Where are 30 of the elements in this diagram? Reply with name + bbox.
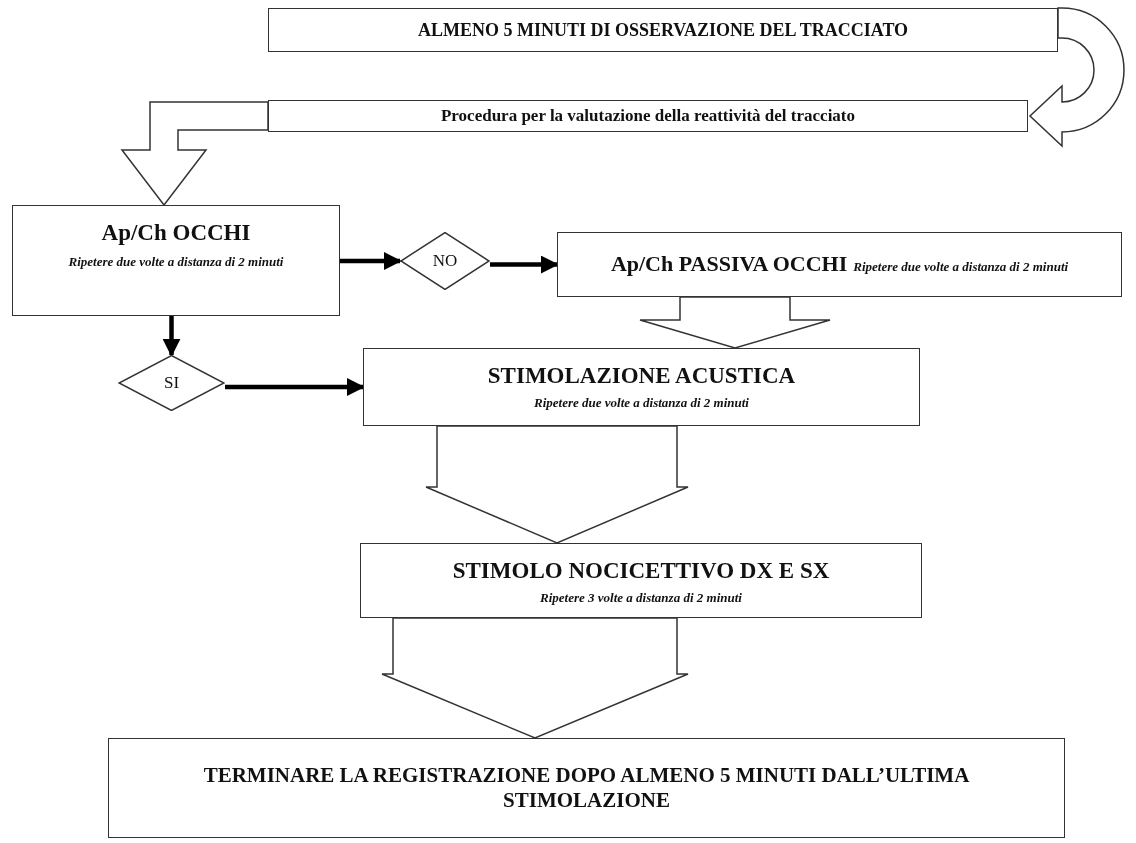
step-title: Ap/Ch OCCHI — [101, 220, 251, 246]
decision-label: SI — [163, 373, 180, 393]
step-title: Procedura per la valutazione della reattività del tracciato — [439, 106, 857, 126]
step-title: STIMOLO NOCICETTIVO DX E SX — [452, 558, 830, 584]
process-box — [268, 8, 1058, 52]
decision-label: NO — [432, 251, 458, 271]
step-title: ALMENO 5 MINUTI DI OSSERVAZIONE DEL TRACCIATO — [416, 19, 910, 41]
process-box — [268, 100, 1028, 132]
process-box — [363, 348, 920, 426]
step-note: Ripetere due volte a distanza di 2 minuti — [853, 259, 1069, 275]
step-note: Ripetere due volte a distanza di 2 minuti — [67, 253, 285, 271]
arrow — [225, 378, 365, 396]
step-note: Ripetere 3 volte a distanza di 2 minuti — [540, 590, 742, 606]
decision-diamond — [118, 355, 225, 411]
block-arrow — [381, 617, 689, 739]
arrow — [490, 255, 559, 274]
arrow — [162, 316, 181, 357]
step-title: Ap/Ch PASSIVA OCCHI — [610, 251, 848, 277]
block-arrow — [425, 425, 689, 544]
step-title: TERMINARE LA REGISTRAZIONE DOPO ALMENO 5 MINUTI DALL’ULTIMA STIMOLAZIONE — [202, 763, 971, 813]
process-box — [557, 232, 1122, 297]
step-title: STIMOLAZIONE ACUSTICA — [487, 363, 796, 389]
arrow — [340, 252, 402, 270]
block-arrow — [639, 296, 831, 349]
process-box — [12, 205, 340, 316]
step-note: Ripetere due volte a distanza di 2 minuti — [534, 395, 749, 411]
process-box — [108, 738, 1065, 838]
process-box — [360, 543, 922, 618]
block-arrow — [120, 101, 269, 207]
decision-diamond — [400, 232, 490, 290]
